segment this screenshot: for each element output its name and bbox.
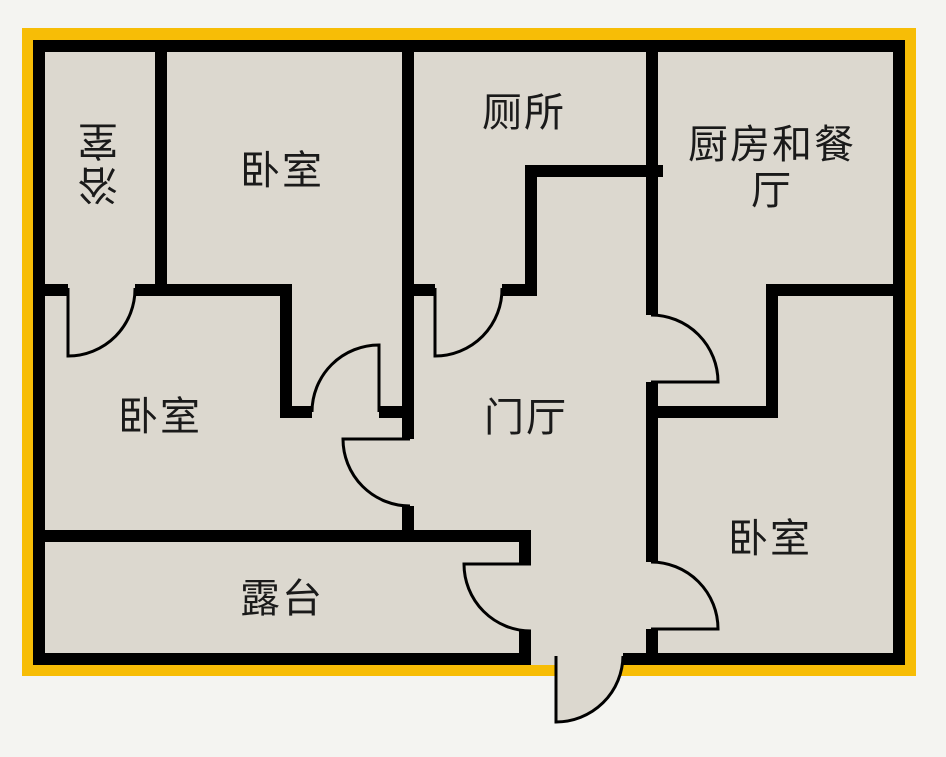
door-swing-kitchen <box>650 313 720 384</box>
room-label-bedroom-right: 卧室 <box>728 516 812 562</box>
door-swing-bedroom-right <box>650 560 720 631</box>
room-label-bathroom: 浴室 <box>79 118 125 206</box>
room-label-bedroom-left: 卧室 <box>118 394 202 440</box>
room-label-hall: 门厅 <box>484 395 568 441</box>
room-label-balcony: 露台 <box>240 576 324 622</box>
room-label-kitchen-dining: 厨房和餐厅 <box>688 122 856 214</box>
walls <box>33 40 905 665</box>
door-swing-bathroom <box>66 287 137 358</box>
plan-floor <box>33 40 905 665</box>
door-swing-bedroom-top <box>310 343 381 413</box>
room-label-toilet: 厕所 <box>482 90 566 136</box>
door-swing-entrance <box>554 655 625 724</box>
door-swing-bedroom-left <box>341 437 411 508</box>
door-swing-toilet <box>433 287 504 358</box>
door-swing-balcony <box>462 562 532 633</box>
door-swings <box>66 287 720 724</box>
room-label-bedroom-top: 卧室 <box>240 148 324 194</box>
